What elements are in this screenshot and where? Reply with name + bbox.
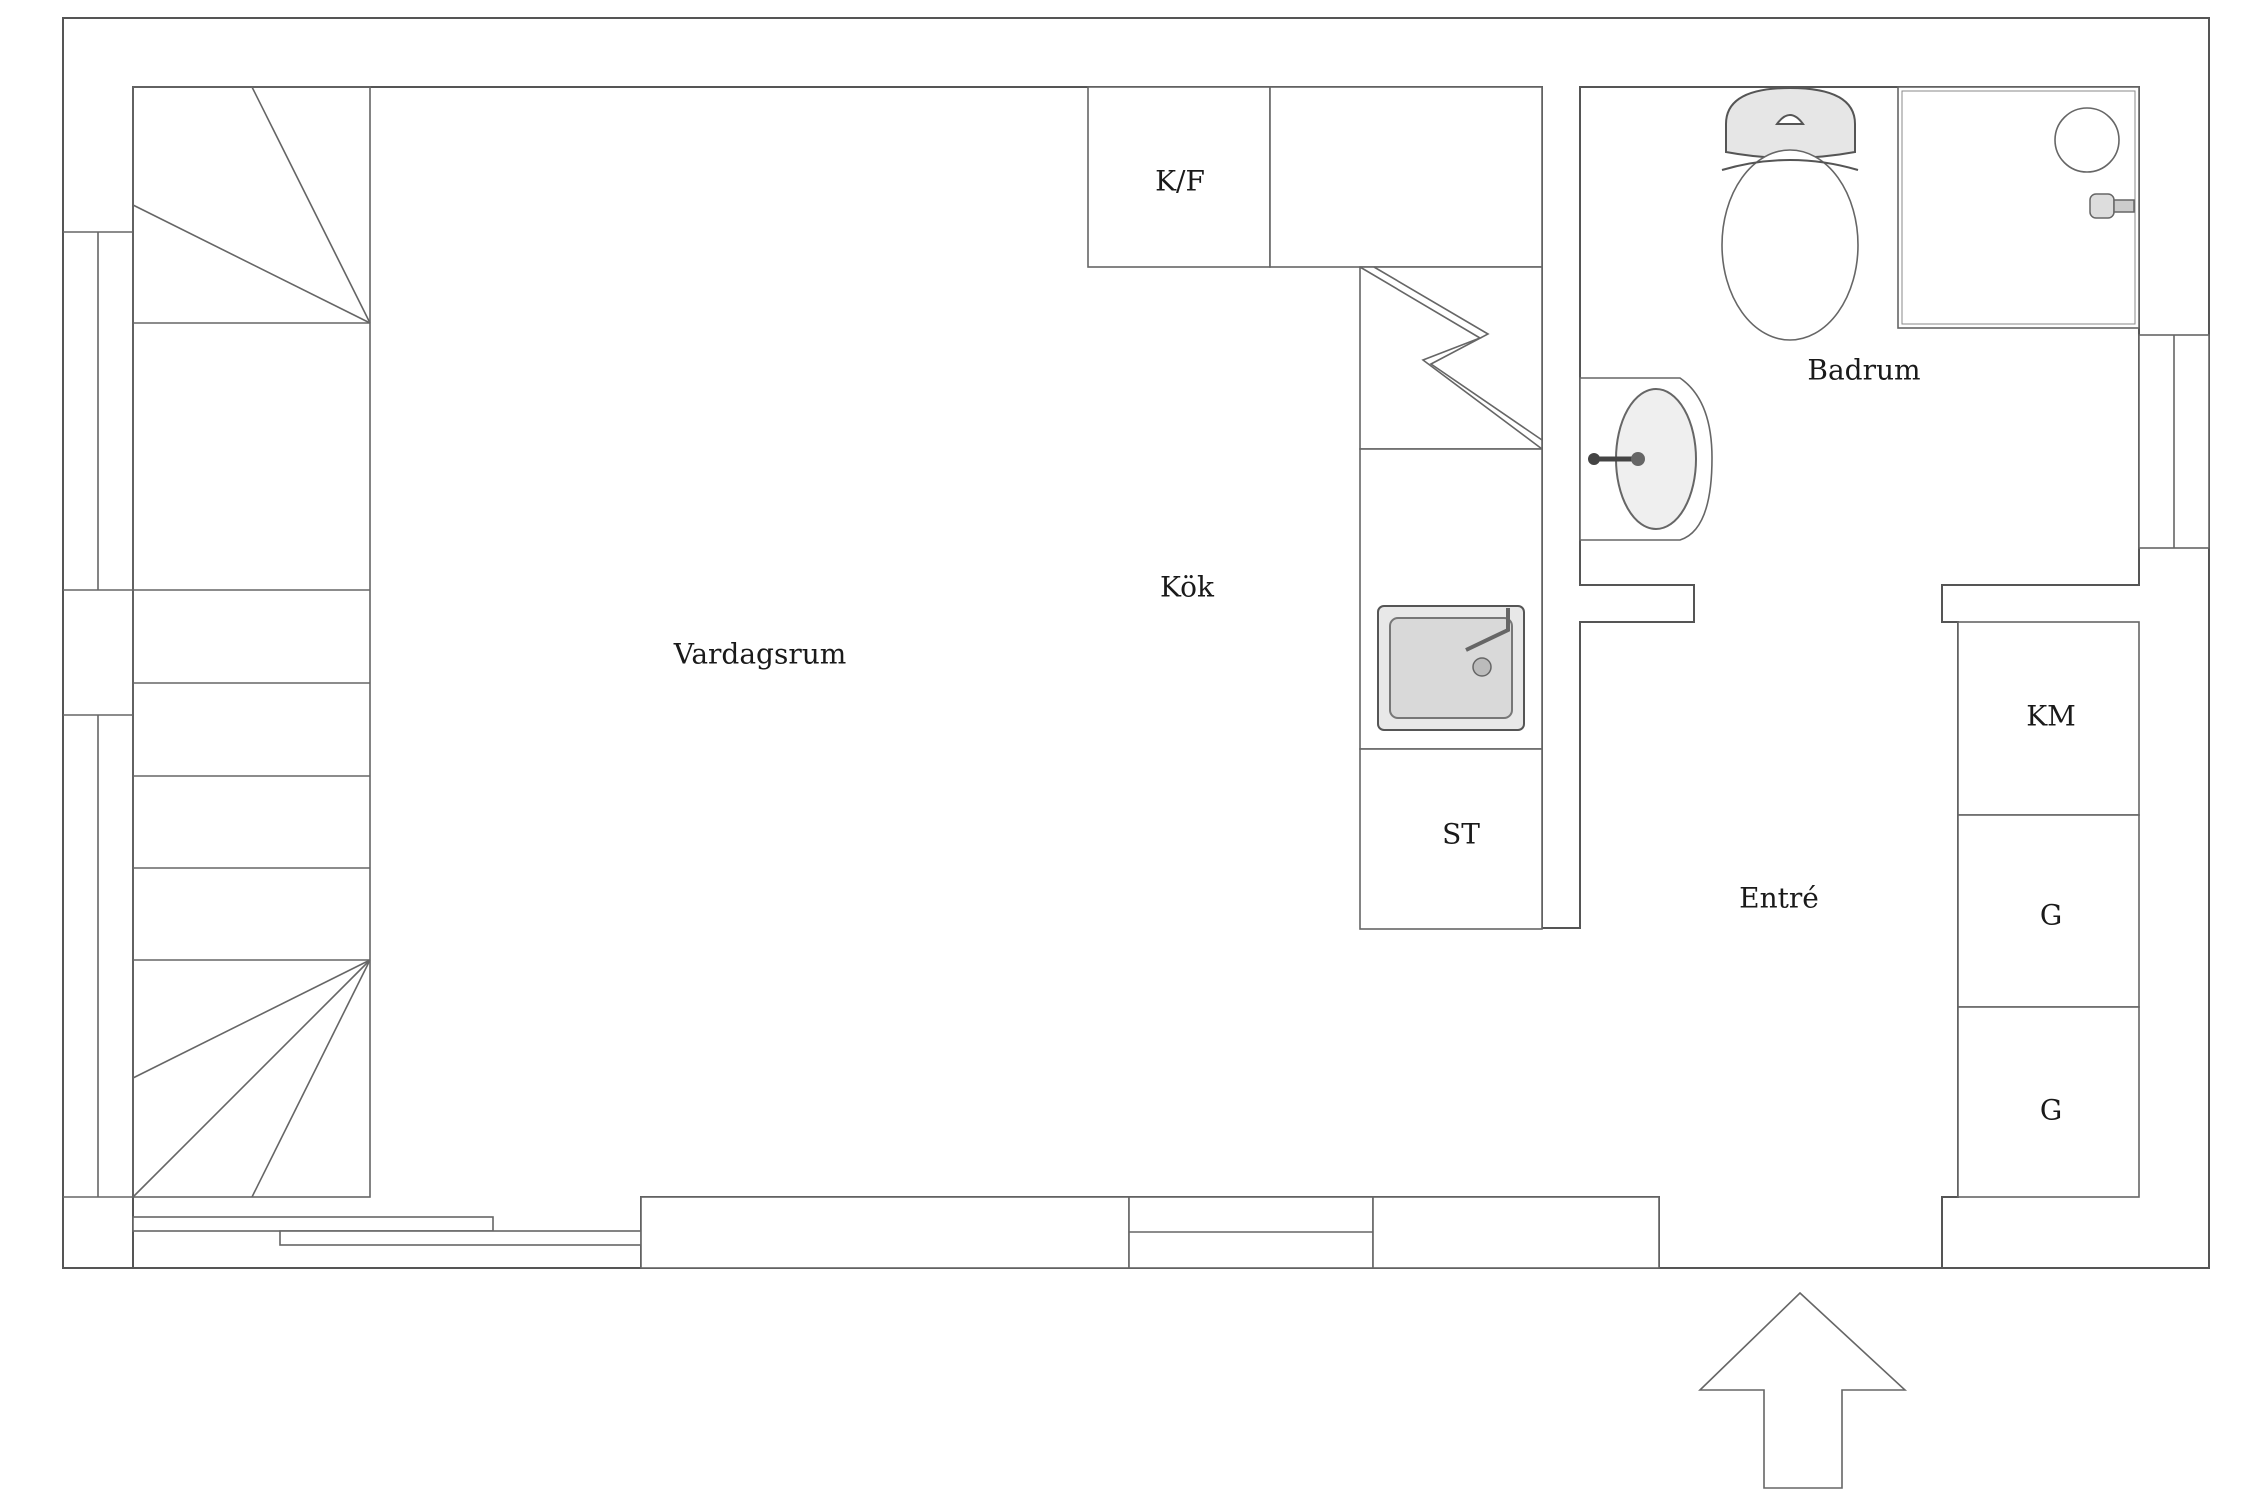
storage-closets bbox=[1957, 621, 2140, 1198]
kitchen-sink-icon bbox=[1377, 605, 1525, 731]
room-label-vardagsrum: Vardagsrum bbox=[673, 638, 847, 671]
room-label-entre: Entré bbox=[1739, 882, 1819, 915]
room-label-kok: Kök bbox=[1160, 571, 1215, 604]
shower-icon bbox=[1897, 86, 2140, 329]
right-window bbox=[2138, 334, 2210, 549]
bottom-wall-details bbox=[132, 1196, 1660, 1269]
toilet-icon bbox=[1721, 86, 1859, 341]
entrance-arrow-icon bbox=[1698, 1291, 1908, 1489]
label-dishwasher: ST bbox=[1442, 818, 1480, 851]
label-wardrobe-1: G bbox=[2040, 899, 2062, 932]
washbasin-icon bbox=[1579, 377, 1713, 541]
label-fridge-freezer: K/F bbox=[1155, 165, 1205, 198]
label-wardrobe-2: G bbox=[2040, 1094, 2062, 1127]
room-label-badrum: Badrum bbox=[1807, 354, 1920, 387]
staircase bbox=[132, 86, 371, 1198]
stove-icon bbox=[1359, 266, 1543, 450]
kitchen-counter bbox=[1087, 86, 1543, 930]
label-washing-machine: KM bbox=[2026, 700, 2076, 733]
left-window bbox=[63, 231, 133, 1198]
